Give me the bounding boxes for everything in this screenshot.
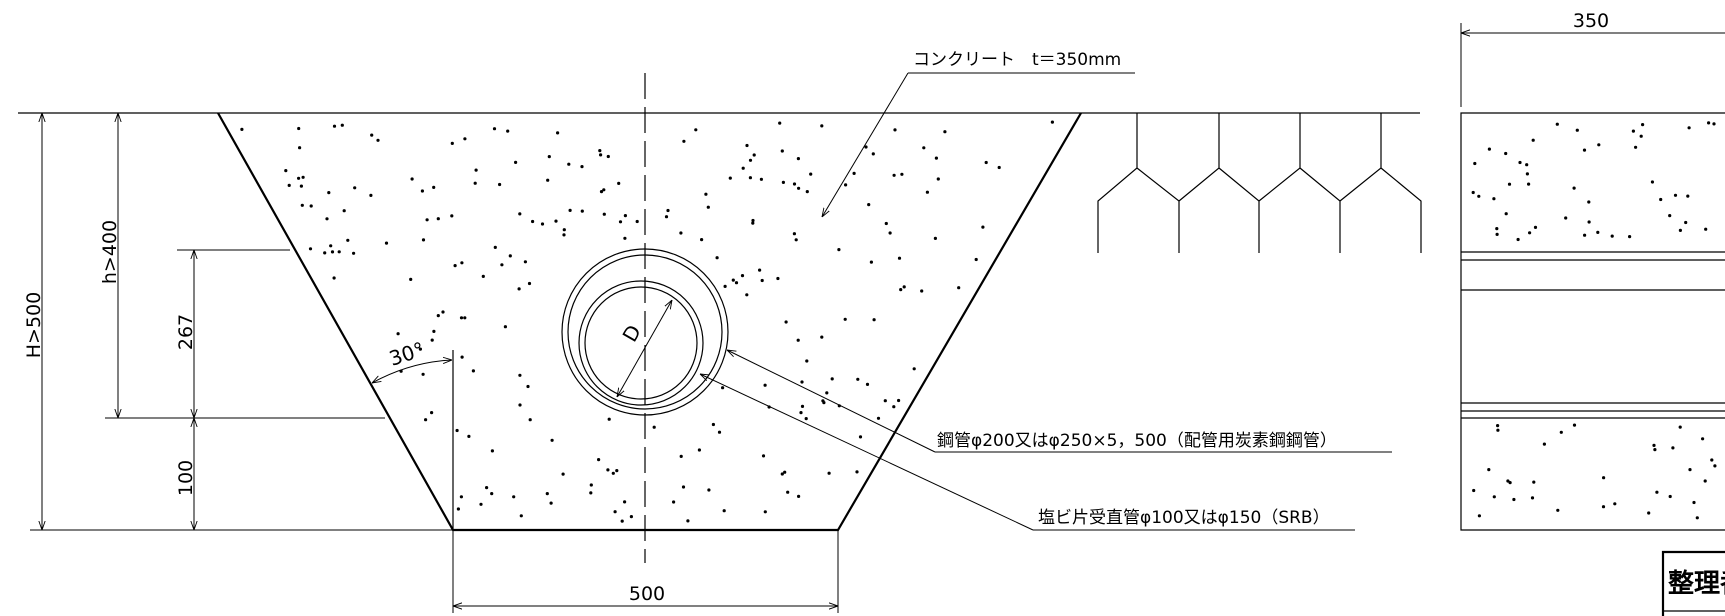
trench-outline [217, 112, 1082, 532]
pipe-height-label: 267 [175, 314, 197, 350]
concrete-label: コンクリート t＝350mm [913, 50, 1121, 70]
dim-base-height: 100 [30, 417, 453, 531]
title-block-label: 整理番 [1668, 568, 1725, 599]
pvc-pipe-label: 塩ビ片受直管φ100又はφ150（SRB） [1038, 508, 1330, 528]
diameter-label: D [618, 321, 646, 346]
side-view: 350 [1460, 10, 1725, 531]
steel-pipe-callout: 鋼管φ200又はφ250×5，500（配管用炭素鋼鋼管） [727, 350, 1392, 453]
dim-base-width: 500 [452, 530, 839, 613]
upper-height-label: h>400 [99, 220, 121, 284]
concrete-callout: コンクリート t＝350mm [822, 50, 1135, 217]
steel-pipe-label: 鋼管φ200又はφ250×5，500（配管用炭素鋼鋼管） [937, 431, 1337, 451]
base-height-label: 100 [175, 460, 197, 496]
side-width-label: 350 [1573, 10, 1609, 32]
side-concrete-texture [1471, 121, 1717, 520]
vegetation-symbol [1097, 113, 1422, 253]
total-height-label: H>500 [23, 292, 45, 358]
angle-annotation: 30° [372, 337, 454, 530]
title-block: 整理番 [1661, 550, 1725, 616]
dim-total-height: H>500 [23, 113, 45, 530]
concrete-texture [240, 120, 1054, 523]
dim-pipe-height: 267 [175, 249, 290, 418]
angle-label: 30° [386, 337, 427, 371]
pvc-pipe-callout: 塩ビ片受直管φ100又はφ150（SRB） [700, 374, 1355, 531]
dim-upper-height: h>400 [99, 113, 121, 418]
base-width-label: 500 [629, 583, 665, 605]
